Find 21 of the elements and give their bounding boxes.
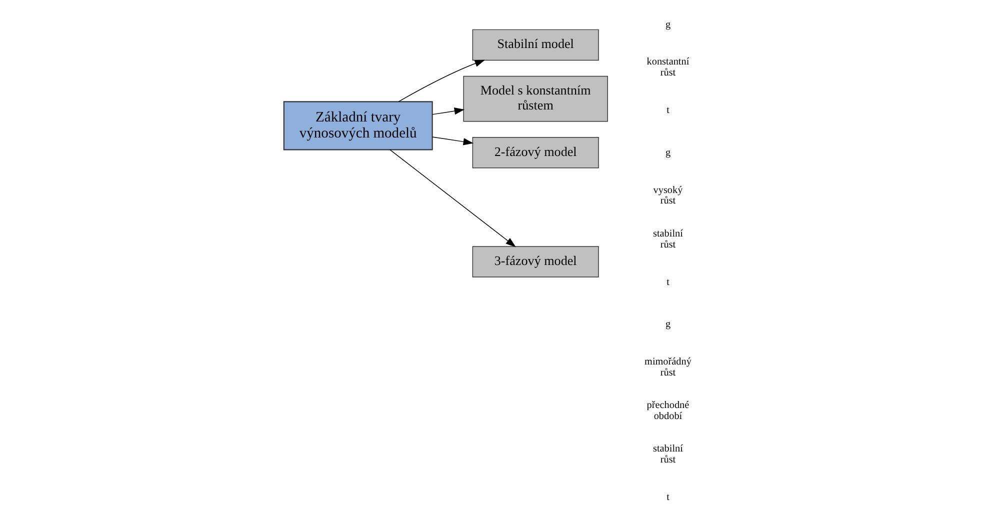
label: g — [665, 147, 671, 158]
arrow — [390, 149, 516, 248]
node-box: Stabilní model — [472, 29, 599, 61]
label: konstantní růst — [646, 56, 690, 79]
label: t — [666, 492, 670, 504]
node-box: Základní tvary výnosových modelů — [283, 101, 433, 150]
label: stabilní růst — [653, 444, 683, 466]
label: stabilní růst — [653, 228, 683, 250]
arrow — [432, 108, 465, 115]
label: t — [666, 105, 670, 116]
arrow — [432, 136, 474, 146]
arrow — [398, 60, 486, 102]
label: t — [666, 276, 670, 288]
label: g — [665, 19, 671, 30]
label: přechodné období — [646, 400, 690, 422]
label: mimořádný růst — [644, 356, 692, 378]
node-box: Model s konstantním růstem — [463, 76, 608, 122]
label: g — [665, 318, 671, 330]
label: vysoký růst — [653, 184, 683, 207]
node-box: 2-fázový model — [472, 136, 599, 168]
node-box: 3-fázový model — [472, 246, 599, 278]
